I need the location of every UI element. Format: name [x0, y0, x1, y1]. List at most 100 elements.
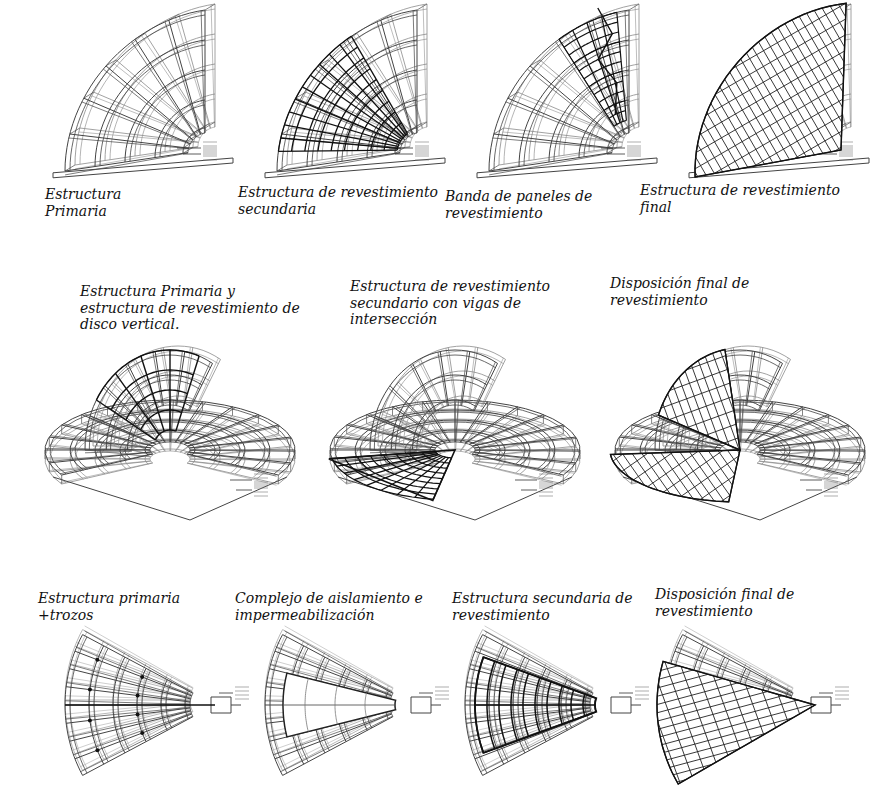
- frame-line: [89, 355, 210, 450]
- frame-line: [741, 400, 744, 442]
- frame-line: [417, 4, 427, 10]
- frame-line: [395, 154, 413, 155]
- frame-line: [747, 352, 755, 406]
- frame-line: [563, 475, 564, 484]
- frame-line: [819, 693, 833, 694]
- frame-line: [329, 54, 404, 136]
- frame-line: [824, 492, 838, 493]
- frame-line: [190, 447, 292, 457]
- frame-line: [627, 148, 641, 149]
- frame-line: [575, 463, 576, 472]
- frame-line: [534, 39, 639, 160]
- frame-line: [539, 492, 553, 493]
- frame-line: [835, 691, 849, 692]
- frame-line: [499, 4, 639, 165]
- frame-line: [254, 492, 268, 493]
- frame-line: [627, 154, 641, 155]
- frame-line: [839, 154, 853, 155]
- frame-line: [48, 461, 150, 471]
- frame-line: [617, 12, 627, 120]
- frame-line: [93, 447, 140, 449]
- frame-line: [435, 699, 449, 700]
- frame-line: [391, 14, 423, 128]
- frame-line: [82, 102, 190, 144]
- frame-line: [254, 484, 268, 485]
- frame-line: [258, 415, 259, 424]
- frame-line: [824, 478, 838, 479]
- frame-line: [105, 34, 215, 161]
- frame-line: [611, 450, 741, 502]
- frame-line: [802, 407, 803, 416]
- frame-line: [475, 438, 577, 448]
- frame-line: [190, 438, 292, 448]
- frame-line: [427, 4, 428, 127]
- frame-line: [483, 630, 593, 689]
- frame-line: [760, 450, 865, 451]
- frame-line: [188, 362, 210, 410]
- frame-line: [177, 148, 201, 149]
- frame-line: [635, 691, 649, 692]
- frame-line: [472, 463, 562, 485]
- frame-line: [96, 350, 199, 400]
- frame-line: [48, 452, 150, 462]
- frame-line: [203, 142, 217, 143]
- frame-line: [475, 459, 580, 460]
- node-dot: [136, 713, 140, 717]
- frame-line: [203, 154, 217, 155]
- node-dot: [140, 731, 144, 735]
- frame-line: [254, 474, 268, 475]
- frame-line: [543, 415, 544, 424]
- frame-line: [835, 687, 849, 688]
- frame-line: [494, 134, 613, 148]
- frame-line: [766, 358, 788, 406]
- frame-line: [338, 477, 572, 520]
- frame-line: [759, 437, 860, 448]
- frame-line: [235, 687, 249, 688]
- frame-line: [571, 271, 829, 528]
- frame-line: [81, 415, 82, 424]
- frame-line: [635, 695, 649, 696]
- frame-line: [378, 447, 425, 449]
- frame-line: [205, 4, 215, 10]
- frame-line: [69, 138, 189, 149]
- frame-line: [201, 11, 204, 134]
- frame-line: [537, 520, 878, 793]
- frame-line: [145, 449, 195, 464]
- frame-line: [203, 160, 217, 161]
- frame-line: [283, 705, 395, 706]
- frame-line: [155, 430, 176, 440]
- frame-line: [93, 446, 140, 447]
- frame-line: [330, 400, 579, 475]
- frame-line: [627, 156, 641, 157]
- frame-line: [75, 709, 192, 754]
- frame-line: [524, 45, 629, 166]
- frame-line: [378, 446, 425, 447]
- frame-line: [310, 75, 401, 139]
- frame-line: [219, 693, 233, 694]
- frame-line: [757, 463, 847, 485]
- frame-line: [475, 709, 592, 754]
- node-dot: [88, 718, 92, 722]
- frame-line: [67, 683, 191, 702]
- caption-label: Estructura primaria +trozos: [38, 590, 188, 623]
- caption-label: Complejo de aislamiento e impermeabiliza…: [235, 590, 425, 623]
- frame-line: [75, 4, 215, 165]
- frame-line: [290, 463, 291, 472]
- frame-line: [655, 450, 702, 451]
- frame-line: [515, 480, 537, 481]
- frame-line: [184, 415, 258, 445]
- frame-line: [66, 702, 190, 714]
- frame-line: [598, 8, 617, 115]
- frame-line: [627, 150, 641, 151]
- frame-line: [312, 45, 417, 166]
- frame-line: [230, 480, 252, 481]
- frame-line: [77, 647, 192, 695]
- frame-line: [839, 160, 853, 161]
- frame-line: [559, 39, 621, 136]
- frame-line: [281, 138, 398, 148]
- frame-line: [460, 402, 487, 443]
- frame-line: [506, 102, 614, 144]
- frame-line: [415, 152, 429, 153]
- node-dot: [140, 675, 144, 679]
- frame-line: [831, 705, 841, 706]
